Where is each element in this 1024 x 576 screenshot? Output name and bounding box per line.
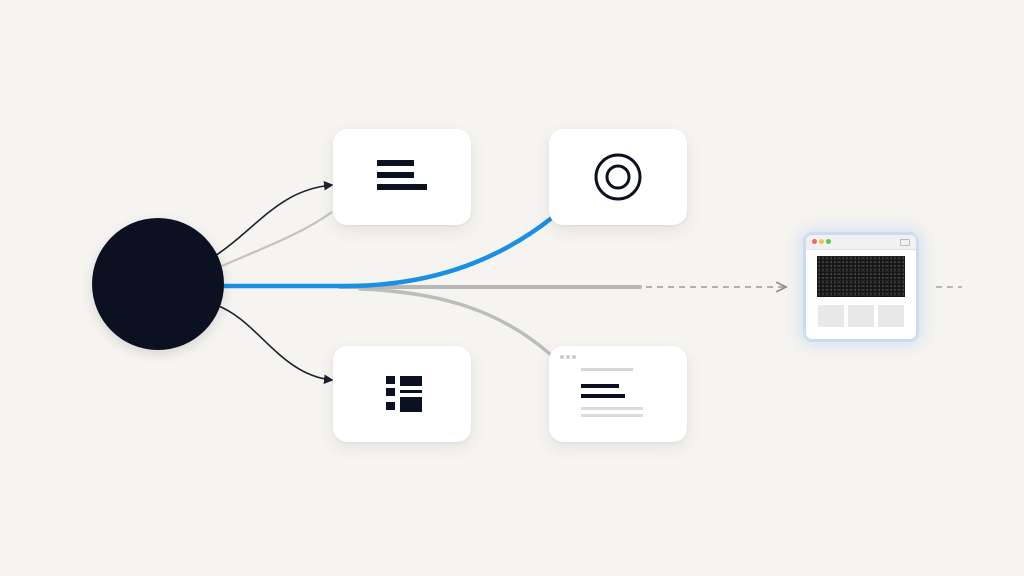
- window-titlebar: [806, 235, 916, 250]
- menu-lines-icon: [377, 160, 427, 190]
- browser-window-icon[interactable]: [806, 235, 916, 339]
- link-hub-to-doc: [358, 287, 553, 357]
- link-hub-to-target-primary: [219, 214, 556, 289]
- preview-tile: [848, 305, 874, 327]
- minimize-dot-icon: [819, 239, 824, 244]
- preview-tile: [878, 305, 904, 327]
- menu-node-card[interactable]: [333, 129, 471, 225]
- link-hub-to-grid: [215, 304, 334, 385]
- link-hub-to-menu: [211, 180, 334, 259]
- document-lines-icon: [560, 355, 643, 417]
- block-grid-icon: [386, 376, 422, 412]
- document-node-card[interactable]: [549, 346, 687, 442]
- maximize-dot-icon: [826, 239, 831, 244]
- window-control-icon: [900, 239, 910, 246]
- grid-node-card[interactable]: [333, 346, 471, 442]
- close-dot-icon: [812, 239, 817, 244]
- link-hub-to-menu-muted: [221, 211, 333, 268]
- target-rings-icon: [594, 153, 642, 201]
- preview-image: [817, 256, 905, 297]
- target-node-card[interactable]: [549, 129, 687, 225]
- hub-node: [92, 218, 224, 350]
- preview-tile: [818, 305, 844, 327]
